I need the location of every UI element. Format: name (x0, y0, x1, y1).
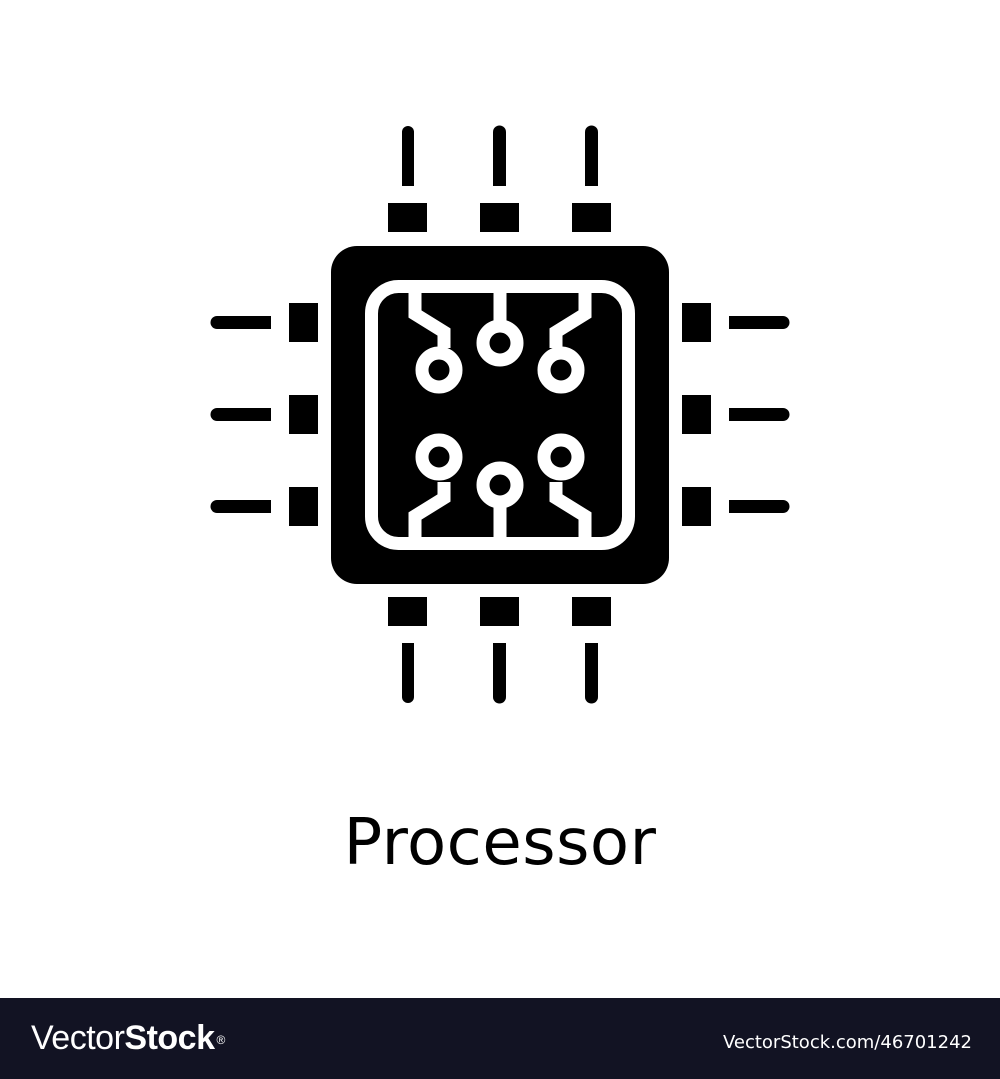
left-pins (210, 303, 318, 526)
image-url: VectorStock.com/46701242 (722, 1032, 972, 1053)
brand-logo-light: Vector (31, 1019, 125, 1057)
processor-chip-icon (210, 125, 790, 704)
registered-mark-icon: ® (216, 1033, 225, 1047)
artwork-canvas: Processor (210, 125, 790, 880)
watermark-footer: VectorStock® VectorStock.com/46701242 (0, 998, 1000, 1079)
top-pins (388, 125, 611, 232)
brand-logo-bold: Stock (124, 1019, 215, 1057)
circuit-traces (365, 280, 635, 550)
caption-title: Processor (343, 806, 657, 880)
right-pins (682, 303, 790, 526)
chip-body (331, 246, 669, 584)
bottom-pins (388, 597, 611, 704)
brand-logo: VectorStock® (31, 1018, 225, 1058)
